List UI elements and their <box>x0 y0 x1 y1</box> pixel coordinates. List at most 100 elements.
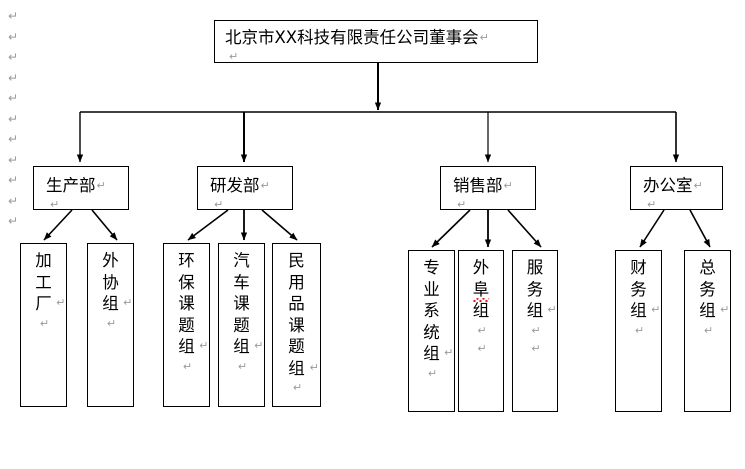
team-label-char: 汽 <box>219 250 264 272</box>
glyph: 厂 <box>35 294 52 313</box>
box-department-office[interactable]: 办公室↵ ↵ <box>630 166 723 211</box>
paragraph-mark: ↵ <box>693 179 703 192</box>
paragraph-mark: ↵ <box>479 31 489 44</box>
paragraph-mark: ↵ <box>503 179 513 192</box>
team-label-char: 组↵ <box>88 293 133 315</box>
team-finance-group-label: 财务组↵↵ <box>616 257 661 340</box>
department-sales-label: 销售部↵ <box>453 175 535 197</box>
box-team-consumer-goods-topic-group[interactable]: 民用品课题组↵↵ <box>272 243 321 407</box>
glyph: 财 <box>630 258 647 277</box>
department-label-text: 办公室 <box>643 176 693 195</box>
box-department-sales[interactable]: 销售部↵ ↵ <box>440 166 536 211</box>
paragraph-mark: ↵ <box>427 366 438 380</box>
glyph: 汽 <box>233 251 250 270</box>
paragraph-mark: ↵ <box>477 323 487 337</box>
box-team-professional-systems-group[interactable]: 专业系统组 ↵ ↵ <box>408 250 455 412</box>
box-team-general-affairs-group[interactable]: 总务组↵↵ <box>684 250 731 412</box>
paragraph-mark: ↵ <box>531 323 541 337</box>
team-label-char: 务 <box>685 279 730 301</box>
glyph: 总 <box>699 258 716 277</box>
glyph: 课 <box>178 294 195 313</box>
team-label-char: 外 <box>88 250 133 272</box>
box-board-of-directors[interactable]: 北京市XX科技有限责任公司董事会↵ ↵ <box>214 20 538 63</box>
paragraph-mark: ↵ <box>254 339 264 352</box>
paragraph-mark: ↵ <box>8 173 19 187</box>
team-label-char: 组↵ <box>513 300 557 322</box>
team-label-char: 用 <box>273 272 320 294</box>
team-label-char: 协 <box>88 272 133 294</box>
paragraph-mark: ↵ <box>50 198 60 211</box>
root-title-text: 北京市XX科技有限责任公司董事会 <box>225 28 479 47</box>
glyph: 题 <box>233 315 250 335</box>
team-label-char: 组↵ <box>616 300 661 322</box>
paragraph-mark: ↵ <box>39 316 50 330</box>
department-production-label: 生产部↵ <box>46 175 128 197</box>
paragraph-mark: ↵ <box>123 296 133 309</box>
spellcheck-underline <box>472 298 490 302</box>
paragraph-mark: ↵ <box>8 111 19 126</box>
box-team-out-of-town-group[interactable]: 外阜组↵↵ <box>458 250 504 412</box>
box-team-service-group[interactable]: 服务组↵↵↵ <box>512 250 558 412</box>
paragraph-mark: ↵ <box>8 29 19 44</box>
paragraph-mark: ↵ <box>96 179 106 192</box>
glyph: 业 <box>423 279 440 299</box>
paragraph-mark: ↵ <box>457 198 467 211</box>
glyph: 专 <box>423 258 440 277</box>
paragraph-mark: ↵ <box>237 359 248 373</box>
paragraph-mark: ↵ <box>199 339 209 352</box>
paragraph-mark: ↵ <box>8 70 19 85</box>
box-department-production[interactable]: 生产部↵ ↵ <box>33 166 129 211</box>
box-team-finance-group[interactable]: 财务组↵↵ <box>615 250 662 412</box>
box-team-env-protection-topic-group[interactable]: 环保课题组↵↵ <box>163 243 210 407</box>
box-team-processing-plant[interactable]: 加工厂↵↵ <box>20 243 67 407</box>
department-label-text: 生产部 <box>46 176 96 195</box>
glyph: 务 <box>526 279 544 299</box>
team-label-char: 品 <box>273 293 320 315</box>
glyph: 阜 <box>472 279 490 302</box>
team-label-char: 务 <box>616 279 661 301</box>
glyph: 组 <box>288 358 305 378</box>
team-label-char: 专 <box>409 257 454 279</box>
glyph: 车 <box>233 272 250 292</box>
paragraph-mark: ↵ <box>260 179 270 192</box>
box-team-automotive-topic-group[interactable]: 汽车课题组↵↵ <box>218 243 265 407</box>
paragraph-mark: ↵ <box>214 198 224 211</box>
team-label-char: 统 <box>409 322 454 344</box>
paragraph-mark: ↵ <box>309 360 319 374</box>
team-label-char: 课 <box>273 315 320 337</box>
team-automotive-topic-group-label: 汽车课题组↵↵ <box>219 250 264 376</box>
team-professional-systems-group-label: 专业系统组 ↵ ↵ <box>409 257 454 383</box>
glyph: 协 <box>102 272 119 292</box>
team-label-char: 阜 <box>459 279 503 302</box>
team-label-char: 组↵ <box>164 336 209 358</box>
box-team-outsourcing-group[interactable]: 外协组↵↵ <box>87 243 134 407</box>
glyph: 组 <box>423 344 440 363</box>
glyph: 加 <box>35 251 52 270</box>
glyph: 组 <box>178 337 195 356</box>
paragraph-mark: ↵ <box>8 152 19 167</box>
paragraph-mark: ↵ <box>8 214 19 228</box>
glyph: 品 <box>288 294 305 313</box>
team-label-char: 加 <box>21 250 66 272</box>
team-env-protection-topic-group-label: 环保课题组↵↵ <box>164 250 209 376</box>
paragraph-mark: ↵ <box>647 198 657 211</box>
box-department-rnd[interactable]: 研发部↵ ↵ <box>197 166 293 211</box>
team-label-char: 总 <box>685 257 730 279</box>
glyph: 统 <box>423 322 440 342</box>
glyph: 课 <box>288 315 305 335</box>
team-label-char: 外 <box>459 257 503 279</box>
team-general-affairs-group-label: 总务组↵↵ <box>685 257 730 340</box>
glyph: 环 <box>178 251 195 270</box>
glyph: 务 <box>699 279 716 299</box>
paragraph-mark: ↵ <box>8 9 19 23</box>
glyph: 保 <box>178 272 195 292</box>
glyph: 系 <box>423 301 440 320</box>
paragraph-mark: ↵ <box>477 341 487 355</box>
team-label-char: 课 <box>219 293 264 315</box>
team-label-char: 组 <box>459 300 503 322</box>
team-label-char: 题 <box>219 315 264 337</box>
paragraph-mark: ↵ <box>531 341 541 355</box>
team-label-char: 课 <box>164 293 209 315</box>
paragraph-mark: ↵ <box>444 346 454 359</box>
